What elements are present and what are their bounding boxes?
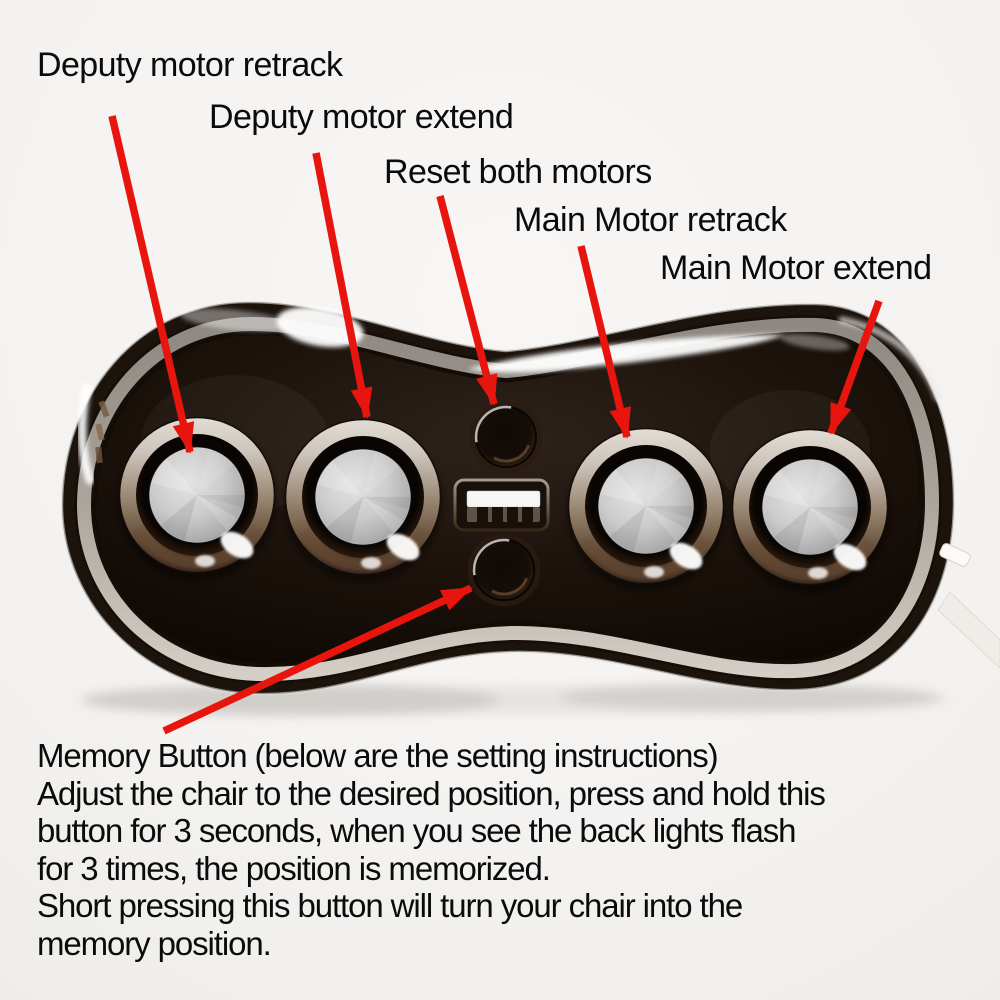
instruction-line: Adjust the chair to the desired position… — [37, 774, 826, 812]
label-reset-both-motors: Reset both motors — [384, 153, 652, 191]
reflection-swoosh — [468, 334, 785, 373]
instruction-line: memory position. — [37, 924, 272, 962]
arrow-memory-button — [162, 584, 473, 735]
main-motor-retrack-button — [566, 429, 726, 593]
usb-pins — [477, 507, 533, 522]
reflection-highlight — [276, 306, 364, 348]
label-main-motor-extend: Main Motor extend — [660, 249, 932, 287]
memory-instructions: Memory Button (below are the setting ins… — [37, 737, 987, 962]
arrow-reset-both-motors — [436, 195, 498, 406]
instruction-line: button for 3 seconds, when you see the b… — [37, 812, 797, 849]
instruction-line: Short pressing this button will turn you… — [37, 887, 743, 924]
deputy-motor-retrack-button — [117, 418, 277, 582]
arrow-main-motor-retrack — [577, 245, 631, 439]
arrow-deputy-motor-extend — [312, 152, 373, 419]
device-shadow — [80, 683, 950, 716]
label-main-motor-retrack: Main Motor retrack — [514, 201, 787, 239]
reset-both-motors-button — [472, 403, 540, 471]
arrow-deputy-motor-retrack — [108, 115, 195, 454]
label-deputy-motor-extend: Deputy motor extend — [209, 98, 514, 136]
label-deputy-motor-retrack: Deputy motor retrack — [37, 46, 343, 84]
cable — [937, 543, 1000, 669]
arrow-main-motor-extend — [827, 299, 883, 435]
instruction-line: for 3 times, the position is memorized. — [37, 849, 551, 887]
instruction-line: Memory Button (below are the setting ins… — [37, 737, 719, 774]
deputy-motor-extend-button — [283, 420, 443, 584]
memory-button — [470, 536, 538, 604]
usb-port — [453, 478, 550, 532]
rim-marks — [95, 400, 110, 464]
main-motor-extend-button — [730, 430, 890, 594]
